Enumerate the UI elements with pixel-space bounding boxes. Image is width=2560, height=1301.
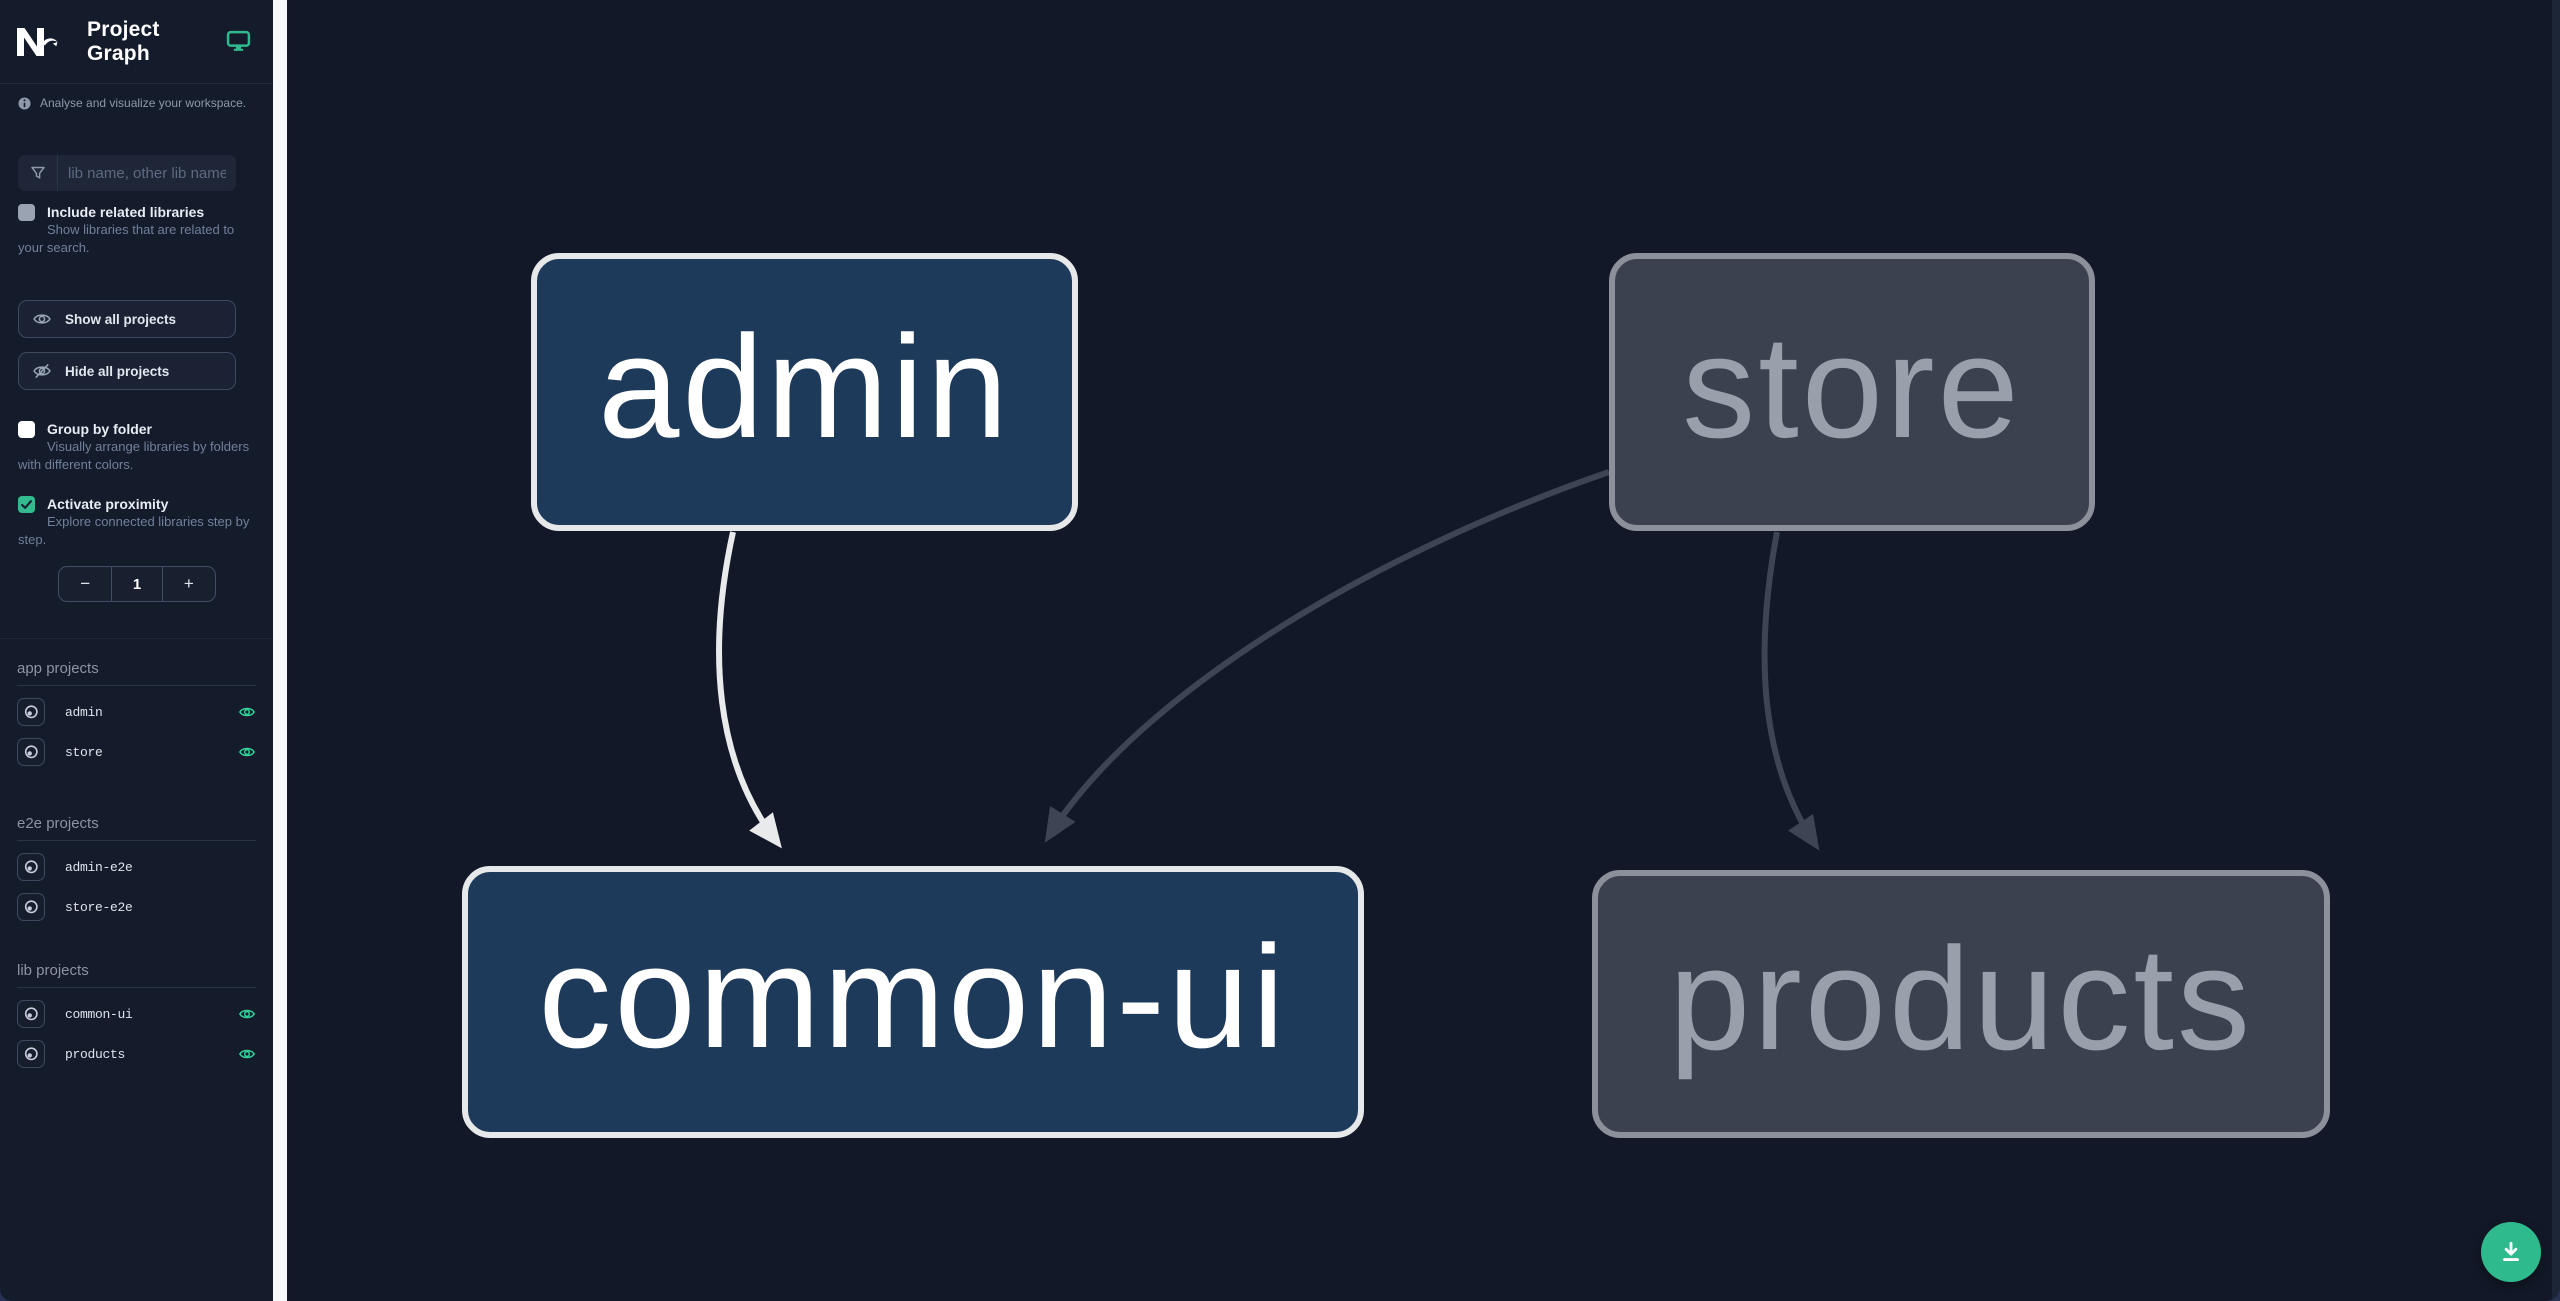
- panel-resize-handle[interactable]: [273, 0, 287, 1301]
- info-icon: [18, 96, 31, 110]
- toggle-include-related-label: Include related libraries: [47, 204, 205, 220]
- toggle-group-by-folder-description: Visually arrange libraries by folders wi…: [18, 439, 250, 472]
- hide-all-projects-button[interactable]: Hide all projects: [18, 352, 236, 390]
- workspace-tagline: Analyse and visualize your workspace.: [18, 96, 263, 110]
- toggle-activate-proximity[interactable]: Activate proximity Explore connected lib…: [18, 496, 259, 549]
- focus-project-button[interactable]: [17, 1040, 45, 1068]
- proximity-value: 1: [111, 567, 163, 601]
- sidebar-header: Project Graph: [0, 0, 273, 84]
- section-title: app projects: [17, 660, 256, 686]
- app-title: Project Graph: [87, 17, 160, 65]
- focus-icon: [24, 745, 38, 759]
- toggle-include-related-description: Show libraries that are related to your …: [18, 222, 235, 255]
- show-all-projects-button[interactable]: Show all projects: [18, 300, 236, 338]
- sidebar: Project Graph Analyse and visualize your…: [0, 0, 273, 1301]
- graph-node-store[interactable]: store: [1609, 253, 2095, 531]
- project-row-store-e2e: store-e2e: [17, 887, 256, 927]
- graph-node-common-ui[interactable]: common-ui: [462, 866, 1364, 1138]
- focus-project-button[interactable]: [17, 738, 45, 766]
- node-label: admin: [598, 305, 1011, 468]
- section-e2e-projects: e2e projects admin-e2e: [17, 815, 256, 927]
- focus-project-button[interactable]: [17, 853, 45, 881]
- node-label: products: [1669, 917, 2253, 1080]
- download-icon: [2503, 1241, 2519, 1261]
- download-graph-button[interactable]: [2481, 1222, 2541, 1282]
- project-row-products: products: [17, 1034, 256, 1074]
- nx-logo-icon: [15, 27, 59, 57]
- filter-funnel-icon: [18, 155, 58, 191]
- section-title: e2e projects: [17, 815, 256, 841]
- project-row-admin: admin: [17, 692, 256, 732]
- sidebar-divider: [0, 638, 273, 639]
- project-name: products: [65, 1046, 126, 1062]
- toggle-visibility-eye-icon[interactable]: [238, 1005, 256, 1023]
- edge-store-to-common-ui[interactable]: [1044, 469, 1610, 843]
- checkbox-include-related[interactable]: [18, 204, 35, 221]
- proximity-increment-button[interactable]: +: [163, 567, 215, 601]
- graph-node-products[interactable]: products: [1592, 870, 2330, 1138]
- project-row-store: store: [17, 732, 256, 772]
- tagline-text: Analyse and visualize your workspace.: [40, 96, 247, 110]
- focus-icon: [24, 860, 38, 874]
- hide-all-projects-label: Hide all projects: [65, 363, 170, 379]
- focus-icon: [24, 1047, 38, 1061]
- project-name: common-ui: [65, 1006, 133, 1022]
- focus-project-button[interactable]: [17, 893, 45, 921]
- checkbox-activate-proximity[interactable]: [18, 496, 35, 513]
- show-all-projects-label: Show all projects: [65, 311, 177, 327]
- eye-icon: [33, 314, 51, 324]
- focus-icon: [24, 900, 38, 914]
- node-label: common-ui: [538, 915, 1288, 1078]
- search-box: [18, 155, 236, 191]
- graph-canvas[interactable]: admin store common-ui products: [287, 0, 2560, 1301]
- toggle-group-by-folder[interactable]: Group by folder Visually arrange librari…: [18, 421, 259, 474]
- node-label: store: [1682, 305, 2022, 468]
- project-row-admin-e2e: admin-e2e: [17, 847, 256, 887]
- edge-store-to-products[interactable]: [1761, 531, 1820, 851]
- toggle-activate-proximity-label: Activate proximity: [47, 496, 169, 512]
- project-row-common-ui: common-ui: [17, 994, 256, 1034]
- toggle-visibility-eye-icon[interactable]: [238, 1045, 256, 1063]
- toggle-include-related[interactable]: Include related libraries Show libraries…: [18, 204, 259, 257]
- project-name: store: [65, 744, 103, 760]
- section-app-projects: app projects admin: [17, 660, 256, 772]
- dependency-edges: [716, 469, 1820, 851]
- search-input[interactable]: [58, 155, 236, 191]
- checkmark-icon: [21, 500, 32, 509]
- toggle-visibility-eye-icon[interactable]: [238, 703, 256, 721]
- focus-project-button[interactable]: [17, 698, 45, 726]
- monitor-icon[interactable]: [226, 29, 251, 54]
- project-name: store-e2e: [65, 899, 133, 915]
- focus-icon: [24, 1007, 38, 1021]
- eye-off-icon: [33, 363, 51, 379]
- proximity-decrement-button[interactable]: −: [59, 567, 111, 601]
- graph-node-admin[interactable]: admin: [531, 253, 1078, 531]
- toggle-activate-proximity-description: Explore connected libraries step by step…: [18, 514, 250, 547]
- section-lib-projects: lib projects common-ui: [17, 962, 256, 1074]
- checkbox-group-by-folder[interactable]: [18, 421, 35, 438]
- focus-icon: [24, 705, 38, 719]
- edge-admin-to-common-ui[interactable]: [716, 531, 782, 849]
- section-title: lib projects: [17, 962, 256, 988]
- focus-project-button[interactable]: [17, 1000, 45, 1028]
- toggle-group-by-folder-label: Group by folder: [47, 421, 152, 437]
- toggle-visibility-eye-icon[interactable]: [238, 743, 256, 761]
- project-name: admin-e2e: [65, 859, 133, 875]
- proximity-stepper: − 1 +: [58, 566, 216, 602]
- project-name: admin: [65, 704, 103, 720]
